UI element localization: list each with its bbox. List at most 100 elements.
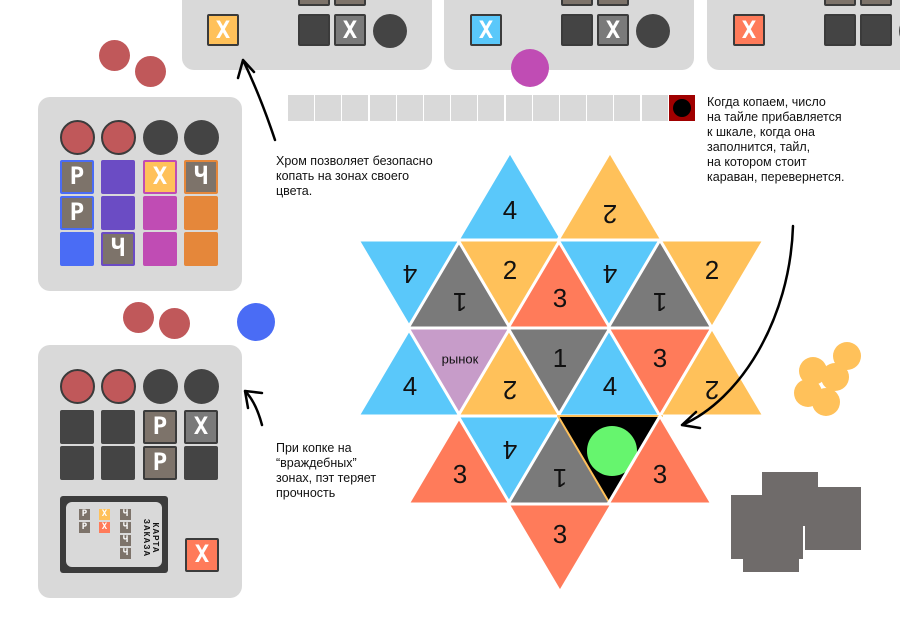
track-marker [672, 99, 691, 117]
tile-brown[interactable] [860, 0, 892, 6]
tile-dark[interactable] [561, 14, 593, 46]
board-tile-orange[interactable]: 2 [658, 238, 766, 330]
tile-label: 2 [603, 199, 617, 229]
tile-dark[interactable] [60, 446, 94, 480]
tile-magenta[interactable] [143, 196, 177, 230]
token-dark[interactable] [636, 14, 670, 48]
track-cell [587, 95, 614, 121]
tile-brown[interactable] [597, 0, 629, 6]
tile-p[interactable]: Р [60, 196, 94, 230]
tile-magenta[interactable] [143, 232, 177, 266]
token-blue[interactable] [237, 303, 275, 341]
token-red[interactable] [60, 369, 95, 404]
mini-tile-ch: Ч [120, 548, 131, 559]
order-card[interactable]: Р Р Х Х Ч Ч Ч Ч карта заказа [60, 496, 168, 573]
coin[interactable] [833, 342, 861, 370]
tile-dark[interactable] [298, 14, 330, 46]
coin[interactable] [799, 357, 827, 385]
token-dark[interactable] [184, 120, 219, 155]
board-tile-orange[interactable]: 2 [658, 326, 766, 418]
tile-p[interactable]: Р [143, 410, 177, 444]
tile-dark[interactable] [101, 410, 135, 444]
tile-x-red[interactable]: Х [733, 14, 765, 46]
track-cell [668, 95, 695, 121]
mini-tile-x: Х [99, 522, 110, 533]
tile-label: 2 [705, 255, 719, 285]
token-red[interactable] [123, 302, 154, 333]
tile-label: 2 [705, 375, 719, 405]
token-magenta[interactable] [511, 49, 549, 87]
player-panel-top-2: Х Х [444, 0, 694, 70]
tile-brown[interactable] [334, 0, 366, 6]
tile-label: 4 [603, 259, 617, 289]
token-red[interactable] [159, 308, 190, 339]
tile-label: 4 [403, 371, 417, 401]
token-dark[interactable] [184, 369, 219, 404]
track-cell [396, 95, 423, 121]
tile-x-gray[interactable]: Х [334, 14, 366, 46]
track-cell [478, 95, 505, 121]
tile-purple[interactable] [101, 196, 135, 230]
caravan-token[interactable] [587, 426, 637, 476]
tile-blue[interactable] [60, 232, 94, 266]
tile-brown[interactable] [561, 0, 593, 6]
tile-orange[interactable] [184, 196, 218, 230]
token-dark[interactable] [143, 369, 178, 404]
tile-label: 4 [503, 435, 517, 465]
tile-p[interactable]: Р [143, 446, 177, 480]
arrow-chrome [236, 58, 277, 142]
board-tile-red[interactable]: 3 [506, 502, 614, 594]
tile-x-gray[interactable]: Х [597, 14, 629, 46]
tile-dark[interactable] [824, 14, 856, 46]
tile-brown[interactable] [824, 0, 856, 6]
track-cell [424, 95, 450, 121]
tile-label: 3 [653, 459, 667, 489]
tile-shape [658, 238, 766, 330]
rock-obstacle [731, 472, 861, 572]
arrow-digging [680, 224, 795, 430]
token-red[interactable] [99, 40, 130, 71]
tile-label: 2 [503, 255, 517, 285]
tile-dark[interactable] [60, 410, 94, 444]
token-red[interactable] [135, 56, 166, 87]
tile-label: 1 [553, 343, 567, 373]
tile-dark[interactable] [860, 14, 892, 46]
mini-tile-p: Р [79, 522, 90, 533]
track-cell [369, 95, 396, 121]
board-tile-red[interactable]: 3 [606, 414, 714, 506]
track-cell [560, 95, 586, 121]
mini-tile-p: Р [79, 509, 90, 520]
tile-label: 2 [503, 375, 517, 405]
token-red[interactable] [60, 120, 95, 155]
tile-x-orange[interactable]: Х [207, 14, 239, 46]
token-red[interactable] [101, 369, 136, 404]
tile-x-red[interactable]: Х [185, 538, 219, 572]
tile-label: 4 [403, 259, 417, 289]
tile-p[interactable]: Р [60, 160, 94, 194]
board-tile-orange[interactable]: 2 [556, 150, 664, 242]
tile-ch[interactable]: Ч [101, 232, 135, 266]
token-dark[interactable] [373, 14, 407, 48]
tile-orange[interactable] [184, 232, 218, 266]
player-panel-left-1: Р Х Ч Р Ч [38, 97, 242, 291]
player-panel-top-3: Х [707, 0, 900, 70]
tile-x-gray[interactable]: Х [184, 410, 218, 444]
track-cell [505, 95, 532, 121]
board-tile-blue[interactable]: 4 [456, 150, 564, 242]
tile-x[interactable]: Х [143, 160, 177, 194]
token-dark[interactable] [143, 120, 178, 155]
tile-x-blue[interactable]: Х [470, 14, 502, 46]
tile-dark[interactable] [184, 446, 218, 480]
tile-dark[interactable] [101, 446, 135, 480]
player-panel-left-2: Р Х Р Р Р Х Х Ч Ч Ч Ч карта заказа Х [38, 345, 242, 598]
coin[interactable] [821, 363, 849, 391]
coin[interactable] [812, 388, 840, 416]
board-tile-black[interactable] [557, 415, 663, 505]
tile-label: 3 [653, 343, 667, 373]
tile-ch[interactable]: Ч [184, 160, 218, 194]
token-red[interactable] [101, 120, 136, 155]
tile-label: рынок [442, 351, 479, 366]
tile-brown[interactable] [298, 0, 330, 6]
tile-purple[interactable] [101, 160, 135, 194]
tile-label: 3 [553, 283, 567, 313]
